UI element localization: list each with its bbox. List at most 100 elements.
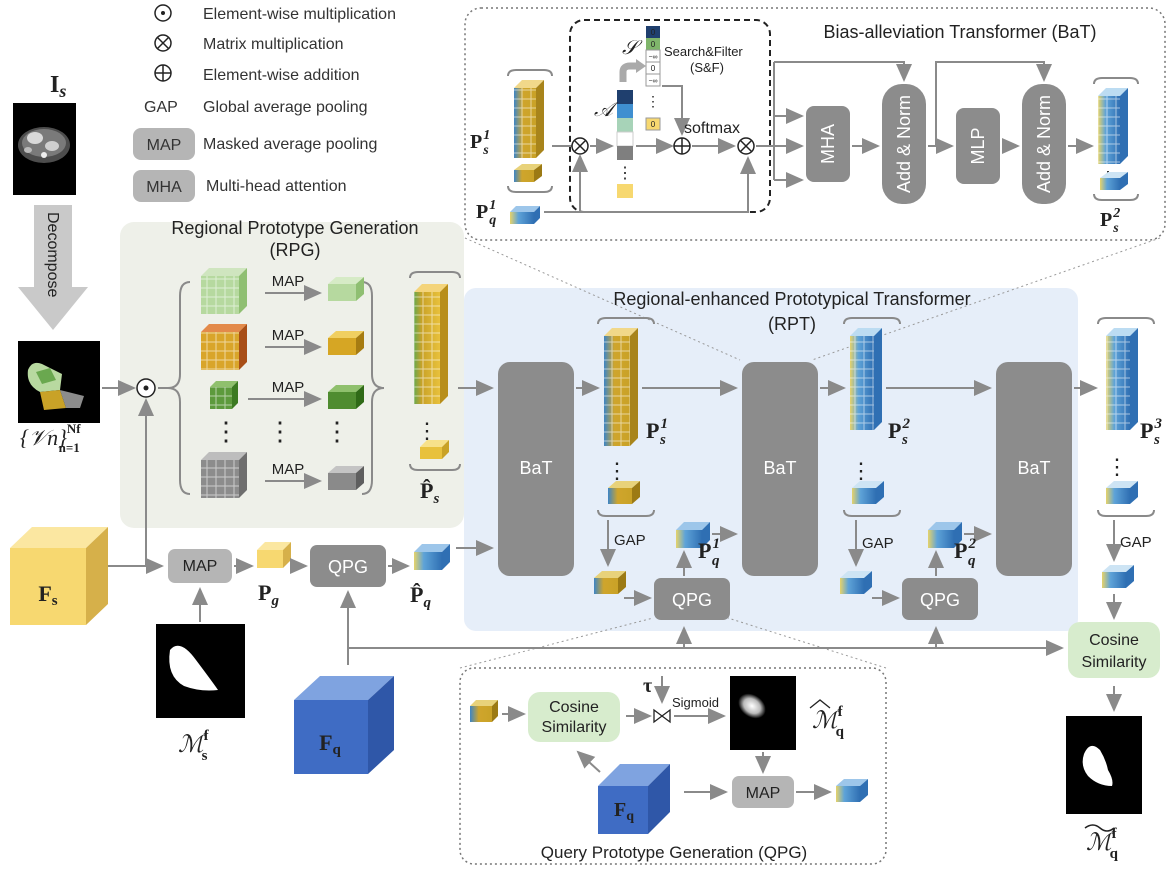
- fq-cube: Fq: [294, 676, 394, 774]
- rpg-abbr: (RPG): [270, 240, 321, 260]
- rpg-prototypes: [328, 277, 364, 490]
- add-norm-label-1: Add & Norm: [894, 95, 914, 193]
- gap-label-1: GAP: [614, 532, 646, 549]
- cosine-output-line1: Cosine: [1089, 632, 1139, 649]
- svg-text:⋮: ⋮: [617, 165, 633, 182]
- pq1-brick: [676, 522, 710, 548]
- cosine-box-output: [1068, 622, 1160, 678]
- cosine-qpg-line1: Cosine: [549, 699, 599, 716]
- dots-rpg-1: ⋮: [213, 416, 239, 446]
- bat-detail-title: Bias-alleviation Transformer (BaT): [823, 22, 1096, 42]
- sf-label: Search&Filter: [664, 44, 743, 59]
- legend-map-box: [133, 128, 195, 160]
- legend-text-3: Global average pooling: [203, 99, 368, 116]
- svg-text:0: 0: [651, 64, 656, 73]
- region-cube-3: [210, 381, 238, 409]
- svg-text:−∞: −∞: [648, 78, 657, 85]
- map-box: [168, 549, 232, 583]
- arrow: [935, 61, 1052, 146]
- a-symbol: 𝒜: [594, 99, 619, 121]
- gap-brick-2: [840, 571, 872, 594]
- ps-hat-stack: ⋮: [409, 271, 461, 471]
- cosine-box-qpg: [528, 692, 620, 742]
- svg-text:0: 0: [651, 40, 656, 49]
- fs-label: Fs: [38, 581, 57, 609]
- bat-box-2: [742, 362, 818, 576]
- cosine-output-line2: Similarity: [1082, 654, 1147, 671]
- decompose-arrow: Decompose: [18, 205, 88, 330]
- gap-label-3: GAP: [1120, 534, 1152, 551]
- rpt-abbr: (RPT): [768, 314, 816, 334]
- legend-text-0: Element-wise multiplication: [203, 6, 396, 23]
- svg-text:0: 0: [651, 120, 656, 129]
- fs-cube: Fs: [10, 527, 108, 625]
- region-cube-4: [201, 452, 247, 498]
- qpg-box-2-label: QPG: [920, 590, 960, 610]
- region-image: [18, 341, 100, 423]
- svg-text:0: 0: [651, 28, 656, 37]
- legend-symbol-mha: MHA: [146, 179, 182, 196]
- dots-rpg-2: ⋮: [267, 416, 293, 446]
- svg-text:⋮: ⋮: [850, 458, 872, 483]
- map-box-label: MAP: [183, 558, 218, 575]
- otimes-icon: [154, 34, 172, 52]
- pq2-brick: [928, 522, 962, 548]
- ps2-stack: ⋮: [843, 317, 901, 517]
- qpg-detail-title: Query Prototype Generation (QPG): [541, 843, 807, 862]
- svg-text:MAP: MAP: [272, 327, 305, 344]
- is-label: Is: [50, 72, 66, 101]
- tilde-mark: [1084, 824, 1115, 832]
- region-cube-2: [201, 324, 247, 370]
- legend-text-4: Masked average pooling: [203, 136, 377, 153]
- qpg-box-1-label: QPG: [672, 590, 712, 610]
- bat-ps1-mini: ⋮: [507, 69, 553, 193]
- svg-text:⋮: ⋮: [416, 418, 438, 443]
- soft-mask: [730, 676, 796, 750]
- gap-brick-1: [594, 571, 626, 594]
- softmax-label: softmax: [684, 120, 740, 137]
- ps3-stack: ⋮: [1097, 317, 1155, 517]
- bat-box-1: [498, 362, 574, 576]
- svg-text:MAP: MAP: [272, 273, 305, 290]
- a-matrix: ⋮: [616, 90, 634, 198]
- svg-text:MAP: MAP: [272, 461, 305, 478]
- bat-ps2-mini: ⋮: [1093, 77, 1139, 201]
- add-norm-box-1: [882, 84, 926, 204]
- tau-label: τ: [643, 675, 652, 697]
- gap-label-2: GAP: [862, 535, 894, 552]
- map-box-qpg: [732, 776, 794, 808]
- arrow: [662, 85, 690, 136]
- legend-mha-box: [133, 170, 195, 202]
- mha-box: [806, 106, 850, 182]
- svg-text:⋮: ⋮: [606, 458, 628, 483]
- qpg-input-brick: [470, 700, 498, 722]
- add-norm-box-2: [1022, 84, 1066, 204]
- bowtie-icon: [653, 708, 671, 724]
- cosine-qpg-line2: Similarity: [542, 719, 607, 736]
- bat-box-2-label: BaT: [763, 458, 796, 478]
- svg-text:⋮: ⋮: [646, 93, 660, 109]
- mha-label: MHA: [818, 124, 838, 164]
- ps1-stack: ⋮: [597, 317, 655, 517]
- bat-box-3-label: BaT: [1017, 458, 1050, 478]
- fq-label: Fq: [319, 730, 341, 758]
- qpg-box-1: [654, 578, 730, 620]
- ps-hat-label: P̂s: [420, 478, 439, 507]
- zoom-line: [811, 237, 1161, 361]
- rpg-panel: [120, 222, 464, 528]
- arrow: [580, 156, 756, 213]
- gap-brick-3: [1102, 565, 1134, 588]
- query-mask-output: [1066, 716, 1142, 814]
- mlp-box: [956, 108, 1000, 184]
- qpg-box-main: [310, 545, 386, 587]
- qpg-box-main-label: QPG: [328, 557, 368, 577]
- ct-image: [13, 103, 76, 195]
- qpg-fq-cube: Fq: [598, 764, 670, 834]
